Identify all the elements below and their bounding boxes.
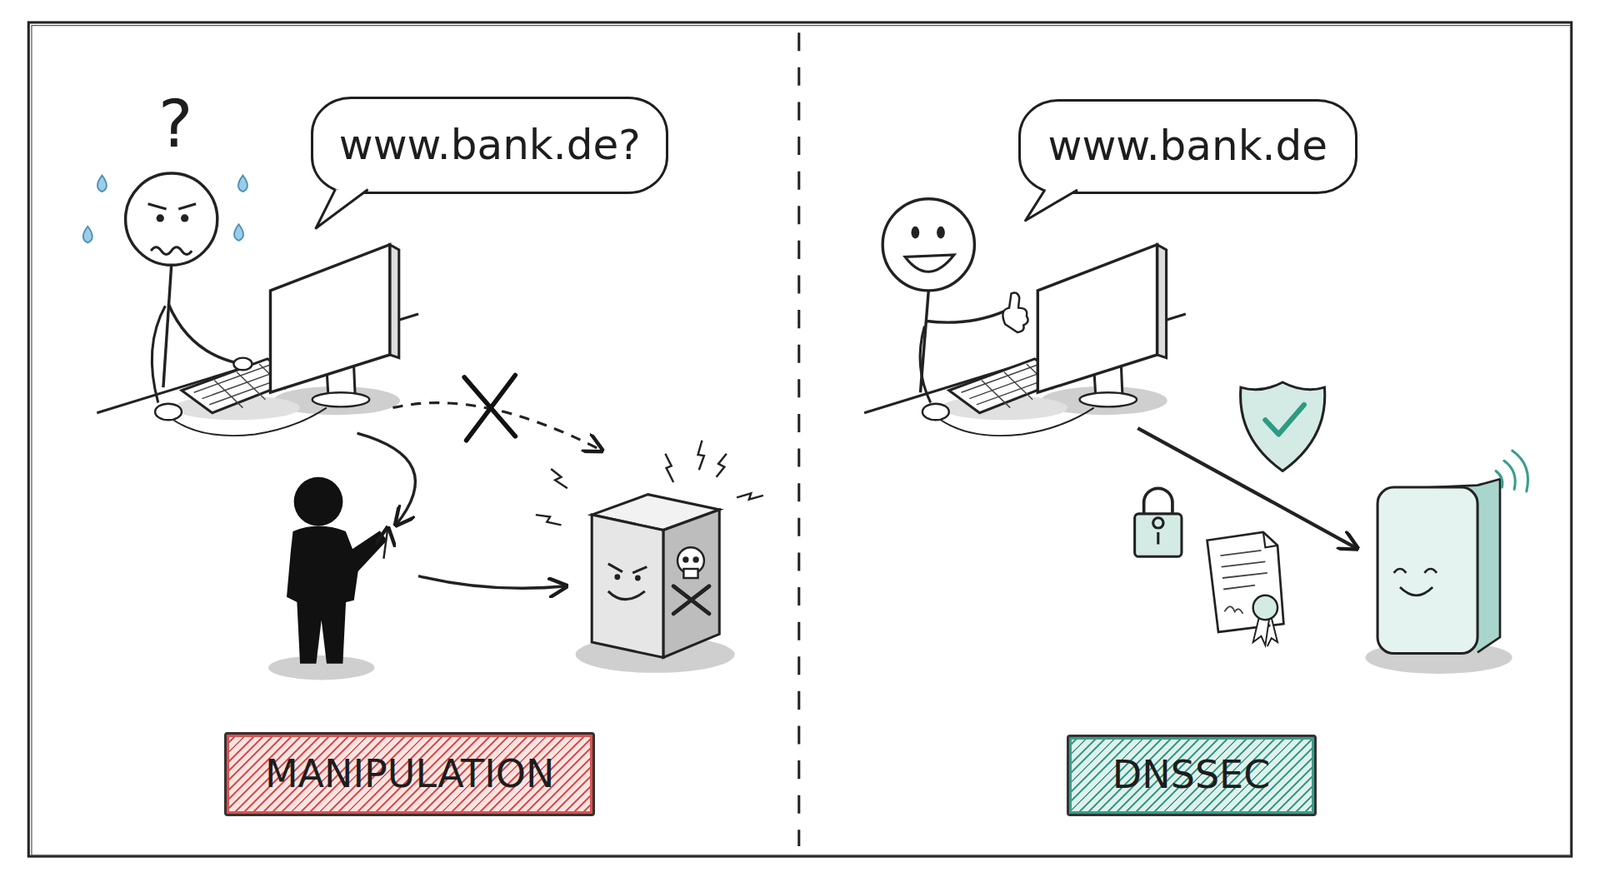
skull-eye <box>692 556 699 563</box>
head <box>125 173 218 265</box>
keyhole <box>1153 518 1164 545</box>
wavy-mouth <box>150 247 192 255</box>
eye <box>614 574 620 580</box>
bubble-tail <box>1025 190 1078 221</box>
attacker-head <box>294 477 344 527</box>
eye <box>910 226 920 240</box>
arm <box>168 304 237 364</box>
certificate <box>1207 532 1285 633</box>
bubble-tail <box>1018 99 1020 100</box>
shadow <box>268 655 375 680</box>
smile <box>905 255 955 272</box>
cross <box>464 375 515 440</box>
bubble-text: www.bank.de? <box>339 122 641 169</box>
desk-set <box>96 245 419 436</box>
arm <box>151 305 165 403</box>
smile <box>1400 587 1433 596</box>
lock-body <box>1135 514 1182 557</box>
redirect-path <box>418 576 567 590</box>
thumb-up <box>1002 292 1028 333</box>
crossbones <box>673 586 710 615</box>
sweat-drop <box>238 175 248 193</box>
diverted-path <box>357 433 416 525</box>
hand <box>233 358 252 371</box>
skull-jaw <box>683 569 698 579</box>
arm <box>926 310 1005 323</box>
sweat-drop <box>83 226 93 244</box>
shield <box>1240 382 1325 471</box>
check-mark <box>1265 405 1305 435</box>
speech-bubble: www.bank.de? <box>310 96 669 194</box>
eye <box>180 214 189 222</box>
lightning <box>535 440 764 526</box>
bubble-text: www.bank.de <box>1048 123 1328 170</box>
blocked-path <box>392 403 602 451</box>
eye <box>936 226 945 240</box>
server-side <box>663 510 720 658</box>
seal-ribbon <box>1253 617 1278 647</box>
question-mark: ? <box>158 91 193 157</box>
server-front <box>591 515 664 658</box>
speech-bubble: www.bank.de <box>1018 99 1358 195</box>
evil-grin <box>608 591 645 600</box>
tag-text: MANIPULATION <box>265 753 555 796</box>
lock-shackle <box>1144 488 1173 515</box>
worried-brows <box>148 204 197 210</box>
arm <box>920 326 931 404</box>
attacker-body <box>287 527 386 664</box>
tag-text: DNSSEC <box>1112 754 1270 797</box>
eye <box>635 575 641 582</box>
sweat-drop <box>97 175 107 193</box>
status-tag: DNSSEC <box>1066 735 1317 817</box>
seal <box>1253 595 1278 620</box>
eye <box>156 214 165 222</box>
bubble-tail <box>316 190 369 230</box>
frame <box>28 22 1571 857</box>
signal-waves <box>1495 450 1528 492</box>
happy-eyes <box>1394 569 1437 574</box>
evil-brows <box>608 564 648 574</box>
body <box>163 265 172 388</box>
head <box>882 199 975 291</box>
status-tag: MANIPULATION <box>224 732 595 816</box>
skull-eye <box>682 556 689 563</box>
divider <box>797 32 800 847</box>
frame <box>31 25 1571 856</box>
sweat-drop <box>234 224 244 241</box>
server-front <box>1377 487 1478 655</box>
page-fold <box>1263 532 1278 548</box>
small-arrow <box>383 528 388 560</box>
bubble-tail <box>310 96 312 98</box>
